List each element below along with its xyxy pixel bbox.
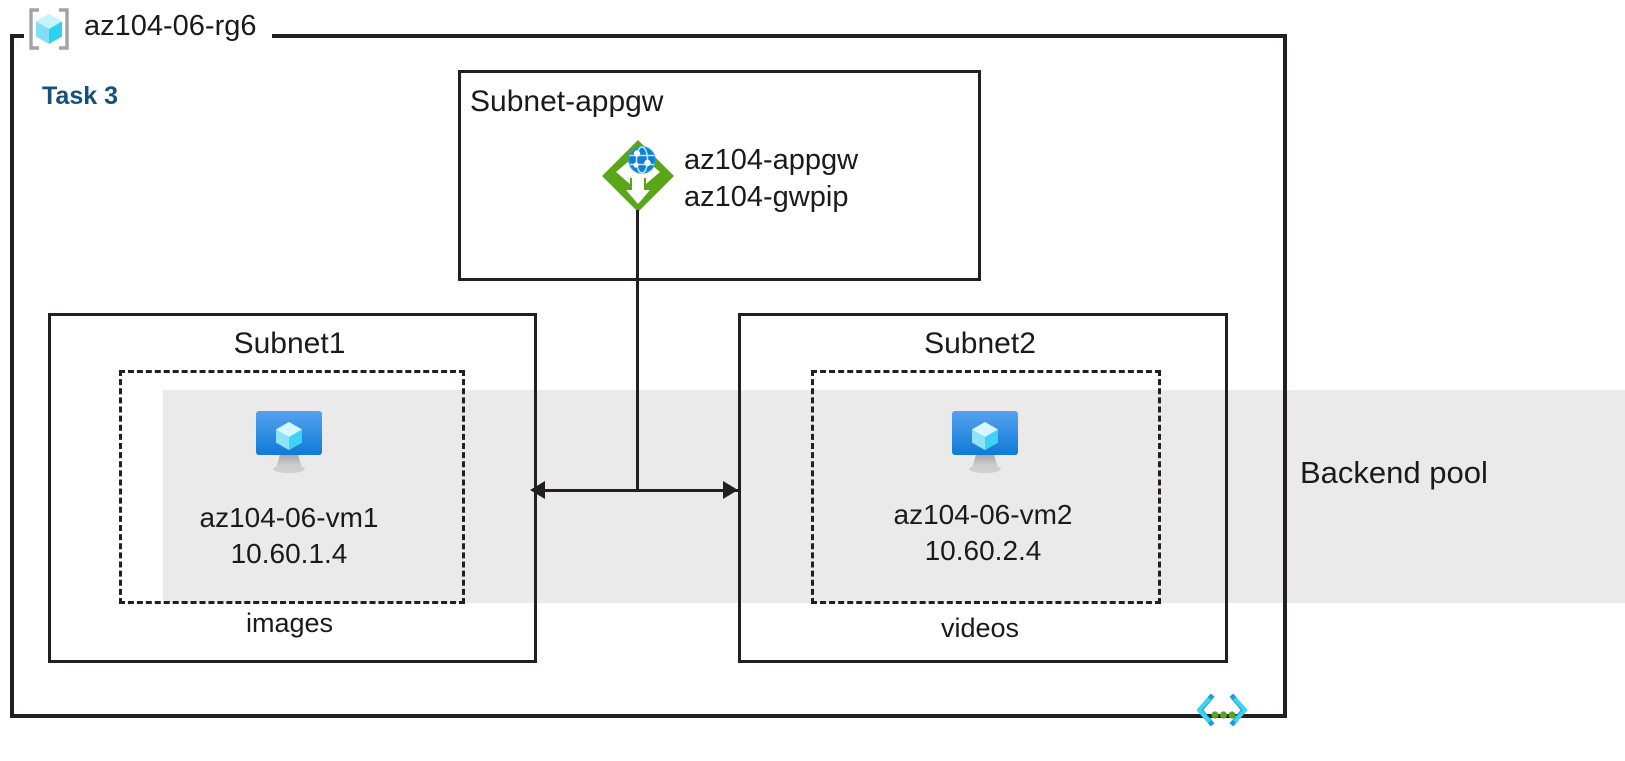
appgw-name: az104-appgw [684,144,859,176]
subnet1-vm-labels: az104-06-vm1 10.60.1.4 [119,500,459,572]
code-brackets-icon [1196,693,1248,727]
application-gateway-icon [600,138,676,214]
arrow-head-right-icon [723,481,738,499]
subnet1-title: Subnet1 [233,327,346,360]
virtual-machine-icon [944,405,1026,477]
resource-group-border-top-left [10,34,24,38]
resource-group-border-top-right [272,34,1287,38]
vm1-ip: 10.60.1.4 [230,537,348,569]
subnet2-storage-label: videos [940,613,1020,643]
backend-pool-label: Backend pool [1300,455,1488,490]
resource-group-name: az104-06-rg6 [84,10,257,42]
subnet-connector-horizontal [538,489,738,492]
vm2-name: az104-06-vm2 [893,499,1073,530]
appgw-resource-labels: az104-appgw az104-gwpip [684,142,858,215]
gwpip-name: az104-gwpip [684,180,849,213]
subnet-appgw-title: Subnet-appgw [470,85,664,118]
vm2-ip: 10.60.2.4 [924,534,1042,566]
subnet2-vm-labels: az104-06-vm2 10.60.2.4 [811,497,1155,569]
resource-group-border-left [10,34,14,718]
subnet1-storage-label: images [245,608,334,638]
resource-group-icon [26,6,72,52]
arrow-head-left-icon [530,481,545,499]
appgw-connector-vertical [636,210,639,491]
vm1-name: az104-06-vm1 [199,502,379,533]
subnet2-vm-group [811,370,1161,604]
task-label: Task 3 [42,82,118,110]
virtual-machine-icon [248,405,330,477]
subnet1-box [48,313,537,663]
subnet2-box [738,313,1228,663]
subnet2-title: Subnet2 [924,327,1036,360]
subnet-appgw-box [458,70,981,281]
subnet1-vm-group [119,370,465,604]
resource-group-border-bottom [10,714,1287,718]
backend-pool-band [163,390,1625,603]
resource-group-border-right [1283,34,1287,718]
